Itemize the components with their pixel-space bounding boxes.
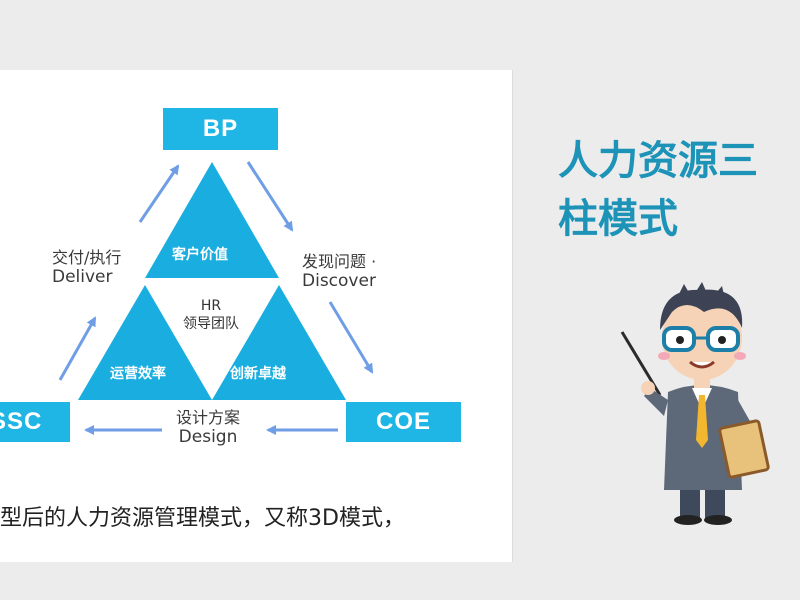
arrow-ssc-to-bp-lower (58, 316, 97, 381)
edge-label-discover-en: Discover (302, 271, 376, 292)
edge-label-design: 设计方案 Design (176, 408, 240, 448)
diagram-panel (0, 70, 513, 562)
slide-title: 人力资源三 柱模式 (558, 132, 800, 248)
triangle-left (78, 285, 212, 400)
node-ssc: SSC (0, 402, 70, 442)
edge-label-design-cn: 设计方案 (176, 408, 241, 427)
triangle-top (145, 162, 279, 278)
edge-label-discover: 发现问题 · Discover (302, 252, 376, 292)
arrow-ssc-to-bp-upper (138, 164, 180, 223)
edge-label-design-en: Design (178, 427, 238, 448)
center-label-line1: HR (200, 298, 222, 314)
node-ssc-label: SSC (0, 408, 43, 435)
center-label: HR 领导团队 (158, 298, 264, 333)
edge-label-deliver-en: Deliver (52, 267, 113, 288)
triangle-right (212, 285, 346, 400)
triangle-left-label: 运营效率 (110, 366, 166, 382)
arrow-bp-to-coe-lower (328, 301, 374, 374)
edge-label-deliver-cn: 交付/执行 (52, 248, 122, 267)
arrow-bp-to-coe-upper (246, 161, 294, 232)
edge-label-discover-cn: 发现问题 · (302, 252, 377, 271)
edge-label-deliver: 交付/执行 Deliver (52, 248, 121, 288)
node-bp: BP (163, 108, 278, 150)
triangle-top-label: 客户价值 (172, 247, 228, 263)
slide-title-line1: 人力资源三 (558, 138, 758, 184)
caption-text: 型后的人力资源管理模式，又称3D模式， (0, 506, 405, 531)
node-coe: COE (346, 402, 461, 442)
center-label-line2: 领导团队 (183, 315, 239, 332)
teacher-with-pointer-and-clipboard-icon (620, 282, 770, 525)
triangle-right-label: 创新卓越 (230, 366, 286, 382)
slide-title-line2: 柱模式 (558, 196, 678, 242)
